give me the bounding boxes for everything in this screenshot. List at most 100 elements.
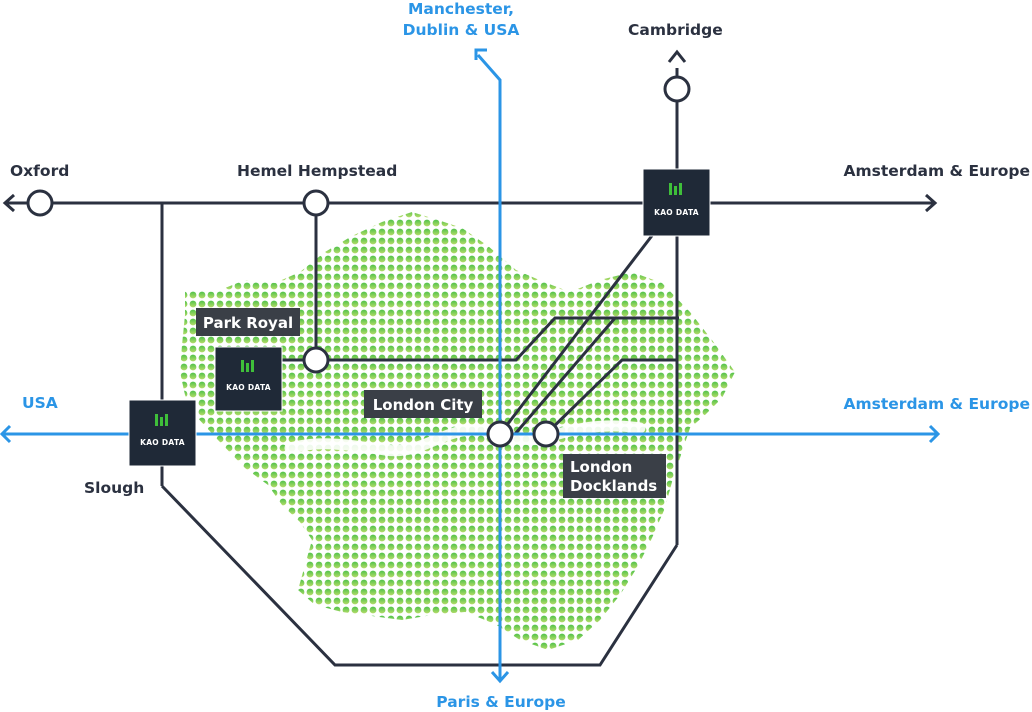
map-dot (486, 372, 494, 380)
map-dot (468, 498, 476, 506)
map-dot (423, 264, 431, 272)
map-dot (270, 606, 278, 614)
map-dot (360, 435, 368, 443)
map-dot (288, 489, 296, 497)
map-dot (630, 552, 638, 560)
map-dot (333, 462, 341, 470)
map-dot (342, 606, 350, 614)
map-dot (504, 363, 512, 371)
map-dot (423, 561, 431, 569)
map-dot (702, 462, 710, 470)
map-dot (252, 246, 260, 254)
map-dot (477, 435, 485, 443)
map-dot (288, 543, 296, 551)
map-dot (522, 381, 530, 389)
map-dot (360, 219, 368, 227)
map-dot (567, 633, 575, 641)
map-dot (702, 561, 710, 569)
map-dot (414, 212, 422, 218)
map-dot (297, 543, 305, 551)
map-dot (207, 246, 215, 254)
map-dot (414, 606, 422, 614)
map-dot (387, 462, 395, 470)
map-dot (693, 291, 701, 299)
map-dot (513, 615, 521, 623)
map-dot (657, 498, 665, 506)
map-dot (297, 525, 305, 533)
map-dot (189, 480, 197, 488)
london-city-label-box (364, 390, 482, 418)
map-dot (342, 212, 350, 218)
map-dot (360, 462, 368, 470)
map-dot (576, 212, 584, 218)
map-dot (207, 390, 215, 398)
map-dot (306, 453, 314, 461)
map-dot (405, 345, 413, 353)
map-dot (225, 561, 233, 569)
map-dot (540, 525, 548, 533)
map-dot (720, 264, 728, 272)
map-dot (324, 453, 332, 461)
map-dot (378, 381, 386, 389)
map-dot (414, 228, 422, 236)
map-dot (621, 219, 629, 227)
map-dot (504, 237, 512, 245)
map-dot (369, 264, 377, 272)
map-dot (468, 507, 476, 515)
map-dot (432, 624, 440, 632)
map-dot (513, 336, 521, 344)
map-dot (333, 480, 341, 488)
map-dot (324, 372, 332, 380)
map-dot (360, 570, 368, 578)
map-dot (172, 292, 179, 299)
map-dot (720, 624, 728, 632)
map-dot (684, 507, 692, 515)
map-dot (189, 633, 197, 641)
map-dot (468, 453, 476, 461)
map-dot (549, 516, 557, 524)
map-dot (693, 543, 701, 551)
map-dot (540, 381, 548, 389)
map-dot (576, 579, 584, 587)
map-dot (252, 291, 260, 299)
map-dot (180, 291, 188, 299)
map-dot (693, 318, 701, 326)
map-dot (504, 255, 512, 263)
map-dot (225, 246, 233, 254)
map-dot (531, 345, 539, 353)
map-dot (559, 652, 566, 659)
map-dot (252, 212, 260, 218)
map-dot (324, 345, 332, 353)
map-dot (432, 345, 440, 353)
map-dot (396, 228, 404, 236)
map-dot (180, 228, 188, 236)
map-dot (198, 534, 206, 542)
map-dot (324, 507, 332, 515)
kao-brand-label: KAO DATA (226, 383, 271, 392)
map-dot (324, 228, 332, 236)
map-dot (549, 212, 557, 218)
map-dot (333, 212, 341, 218)
map-dot (720, 291, 728, 299)
map-dot (216, 237, 224, 245)
map-dot (576, 570, 584, 578)
map-dot (306, 228, 314, 236)
map-dot (369, 212, 377, 218)
map-dot (558, 498, 566, 506)
map-dot (540, 579, 548, 587)
map-dot (630, 408, 638, 416)
map-dot (333, 390, 341, 398)
map-dot (567, 300, 575, 308)
map-dot (468, 471, 476, 479)
map-dot (729, 462, 735, 470)
map-dot (648, 363, 656, 371)
map-dot (189, 606, 197, 614)
map-dot (369, 318, 377, 326)
map-dot (414, 498, 422, 506)
map-dot (369, 471, 377, 479)
map-dot (234, 552, 242, 560)
map-dot (531, 372, 539, 380)
map-dot (324, 426, 332, 434)
map-dot (441, 507, 449, 515)
map-dot (459, 552, 467, 560)
